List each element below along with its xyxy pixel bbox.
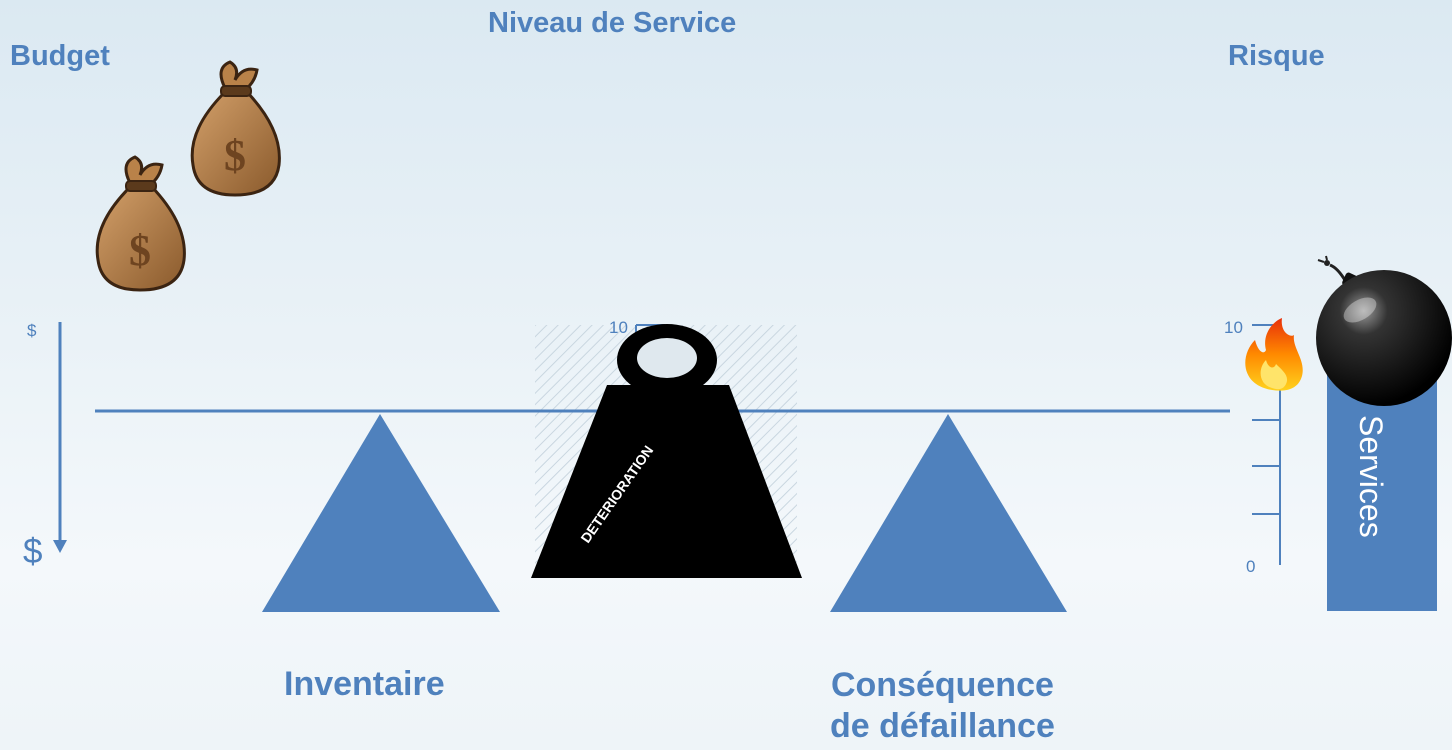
svg-text:$: $ xyxy=(224,131,246,180)
services-bar xyxy=(1327,373,1437,611)
budget-title: Budget xyxy=(10,40,110,72)
fire-icon xyxy=(1245,318,1303,391)
risk-scale-min-label: 0 xyxy=(1246,557,1255,576)
budget-axis-top-label: $ xyxy=(27,321,37,340)
budget-axis-bottom-label: $ xyxy=(23,532,42,571)
kettlebell-weight-icon xyxy=(531,324,802,578)
budget-axis xyxy=(53,322,67,553)
risk-scale-max-label: 10 xyxy=(1224,318,1243,337)
center-scale-max-label: 10 xyxy=(609,318,628,337)
failure-consequence-line1: Conséquence xyxy=(830,666,1054,704)
right-support-triangle xyxy=(830,414,1067,612)
failure-consequence-line2: de défaillance xyxy=(830,706,1055,745)
inventory-label: Inventaire xyxy=(284,665,445,703)
bomb-icon xyxy=(1316,255,1452,406)
risk-title: Risque xyxy=(1228,40,1325,72)
money-bag-icon: $ xyxy=(190,60,281,197)
service-level-title: Niveau de Service xyxy=(488,7,737,39)
left-support-triangle xyxy=(262,414,500,612)
money-bag-icon: $ xyxy=(95,155,186,292)
failure-consequence-label: Conséquence de défaillance xyxy=(830,665,1055,747)
svg-text:$: $ xyxy=(129,226,151,275)
services-label: Services xyxy=(1353,415,1389,538)
